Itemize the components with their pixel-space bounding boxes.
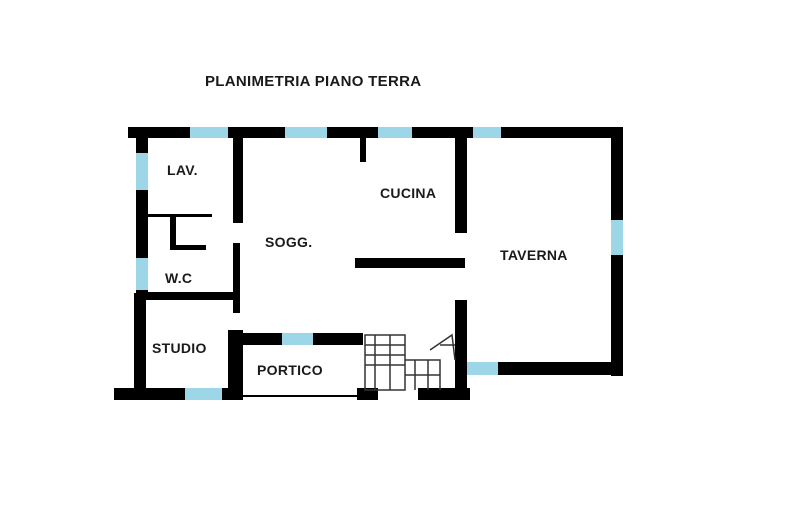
window	[378, 127, 412, 138]
staircase	[364, 333, 456, 391]
wall-wc-inner-h	[170, 245, 206, 250]
wall-portico-bottom	[243, 395, 358, 397]
room-label-cucina: CUCINA	[380, 185, 437, 201]
windows	[136, 127, 623, 400]
wall-stair-taverna	[455, 300, 467, 400]
wall-cucina-taverna	[455, 137, 467, 233]
window	[185, 388, 222, 400]
room-label-lav: LAV.	[167, 162, 198, 178]
wall-left-studio	[134, 293, 146, 400]
window	[611, 220, 623, 255]
wall-wc-studio	[146, 292, 240, 300]
room-label-soggiorno: SOGG.	[265, 234, 313, 250]
wall-top	[128, 127, 623, 138]
window	[473, 127, 501, 138]
wall-portico-left	[228, 330, 243, 400]
wall-lav-sogg	[233, 137, 243, 223]
window	[467, 362, 498, 375]
window	[285, 127, 327, 138]
wall-wc-inner-v	[170, 217, 176, 249]
window	[136, 258, 148, 290]
room-label-studio: STUDIO	[152, 340, 207, 356]
room-label-taverna: TAVERNA	[500, 247, 568, 263]
wall-bottom-chunk-2	[418, 388, 470, 400]
window	[136, 153, 148, 190]
wall-bottom-left	[114, 388, 242, 400]
wall-taverna-bottom	[467, 362, 623, 375]
wall-bottom-chunk-1	[357, 388, 378, 400]
room-label-portico: PORTICO	[257, 362, 323, 378]
plan-title: PLANIMETRIA PIANO TERRA	[205, 73, 422, 90]
wall-wc-sogg	[233, 243, 240, 313]
wall-cucina-stub	[360, 137, 366, 162]
window	[282, 333, 313, 345]
room-label-wc: W.C	[165, 270, 193, 286]
wall-sogg-cucina	[355, 258, 465, 268]
wall-lav-wc	[148, 214, 212, 217]
window	[190, 127, 228, 138]
